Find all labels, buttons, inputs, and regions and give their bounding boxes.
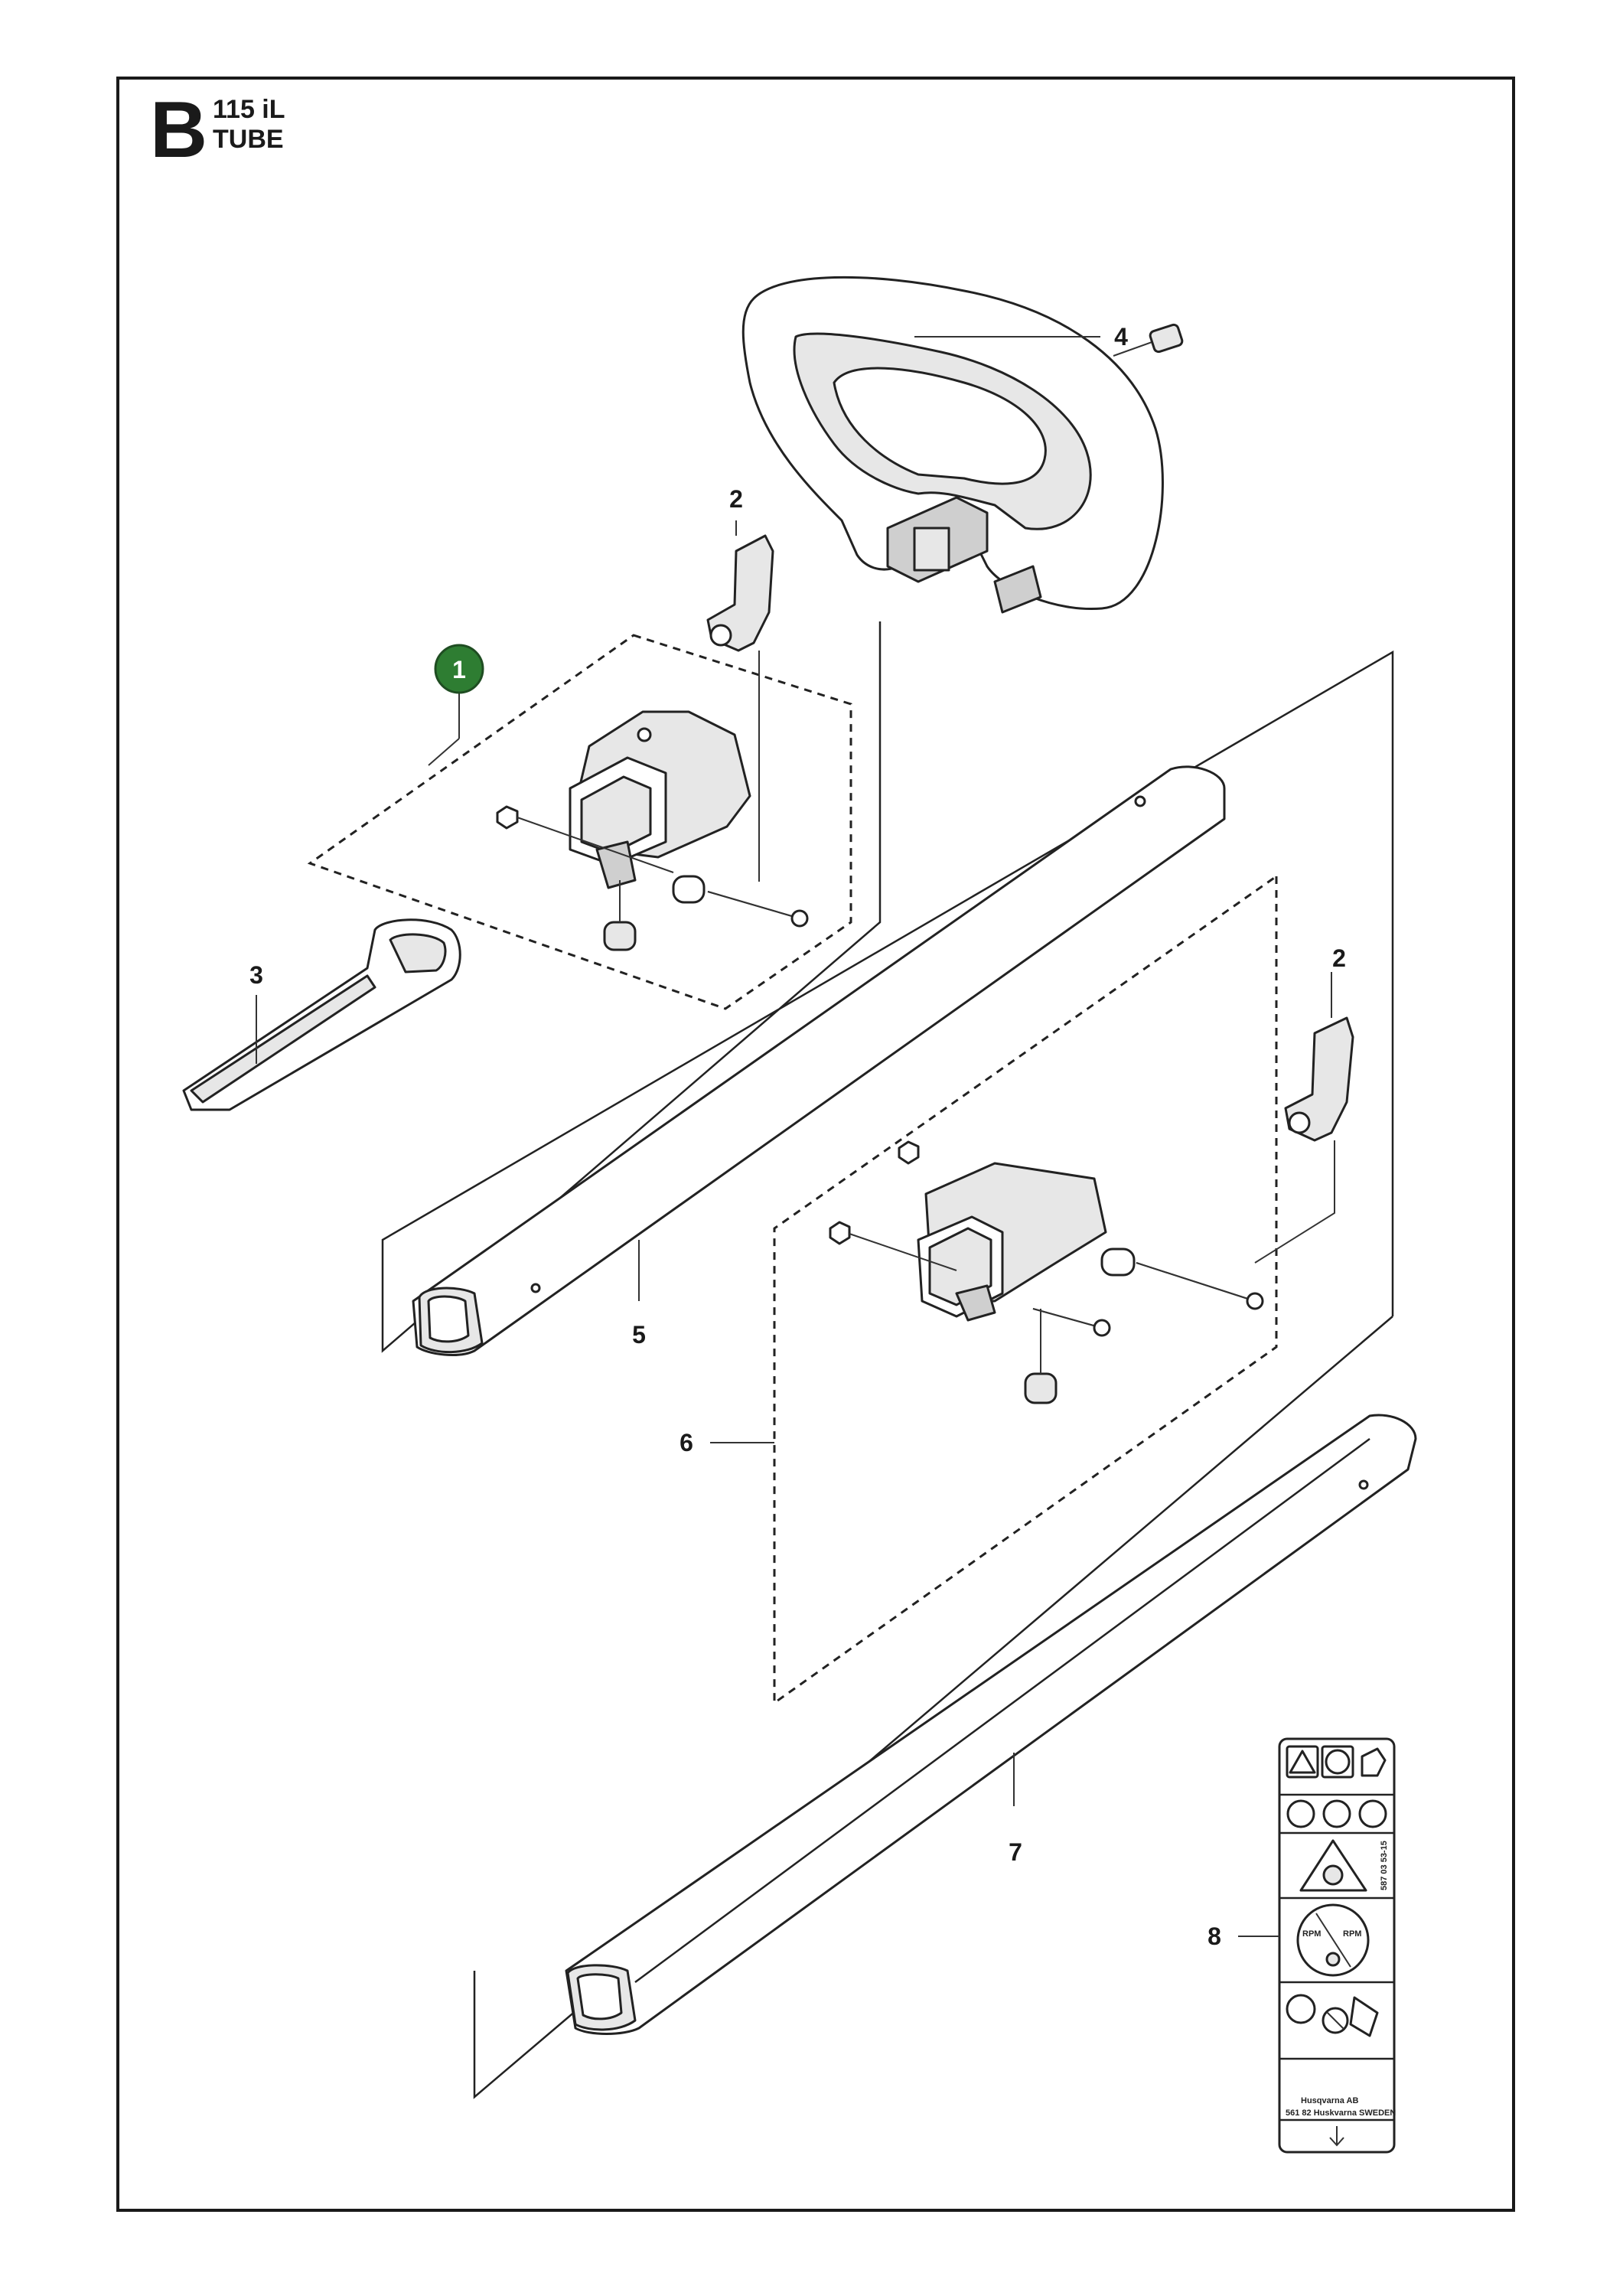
warning-triangle-icon (1286, 1745, 1319, 1779)
callout-8: 8 (1207, 1923, 1221, 1950)
section-letter: B (150, 86, 208, 174)
loop-handle (741, 276, 1164, 614)
page-frame (116, 77, 1515, 2212)
callout-kit-1-number: 1 (452, 656, 466, 683)
rpm-label-1: RPM (1302, 1929, 1321, 1939)
callout-4: 4 (1114, 323, 1128, 351)
callout-kit-1: 1 (434, 644, 484, 694)
kit-1-boundary (307, 634, 852, 1010)
hand-icon (1361, 1747, 1387, 1777)
operator-icon (1296, 1903, 1370, 1977)
callout-5: 5 (632, 1321, 646, 1349)
rpm-label-2: RPM (1343, 1929, 1361, 1939)
ear-protection-icon (1322, 1799, 1351, 1828)
assembly-planes (381, 621, 1394, 2099)
boot-icon (1358, 1799, 1387, 1828)
decal-side-code: 587 03 53-15 (1380, 1841, 1389, 1890)
tube-lower (565, 1414, 1417, 2035)
section-title: TUBE (213, 125, 284, 154)
eye-protection-icon (1286, 1799, 1315, 1828)
no-icon (1286, 1994, 1379, 2037)
model-name: 115 iL (213, 95, 285, 124)
tube-cover (182, 918, 461, 1111)
thrown-objects-icon (1299, 1839, 1367, 1892)
manufacturer-line-1: Husqvarna AB (1301, 2096, 1358, 2105)
no-manual-icon (1321, 1745, 1354, 1779)
decal: 587 03 53-15 RPM RPM Husqvarna AB 561 82… (1278, 1737, 1396, 2154)
arrow-down-icon (1329, 2126, 1344, 2147)
callout-6: 6 (680, 1429, 693, 1456)
kit-6-boundary (773, 874, 1278, 1705)
clamp-upper (706, 534, 774, 882)
manufacturer-line-2: 561 82 Huskvarna SWEDEN (1286, 2108, 1396, 2118)
coupling-assembly-lower (829, 1140, 1264, 1404)
clamp-lower (1254, 1016, 1354, 1264)
callout-2-upper: 2 (729, 485, 743, 513)
callout-7: 7 (1009, 1838, 1022, 1866)
leader-lines (256, 336, 1332, 1937)
coupling-assembly-upper (496, 710, 809, 951)
callout-3: 3 (249, 961, 263, 989)
callout-2-lower: 2 (1332, 944, 1346, 972)
tube-upper (412, 765, 1226, 1356)
handle-screw (1113, 323, 1184, 357)
